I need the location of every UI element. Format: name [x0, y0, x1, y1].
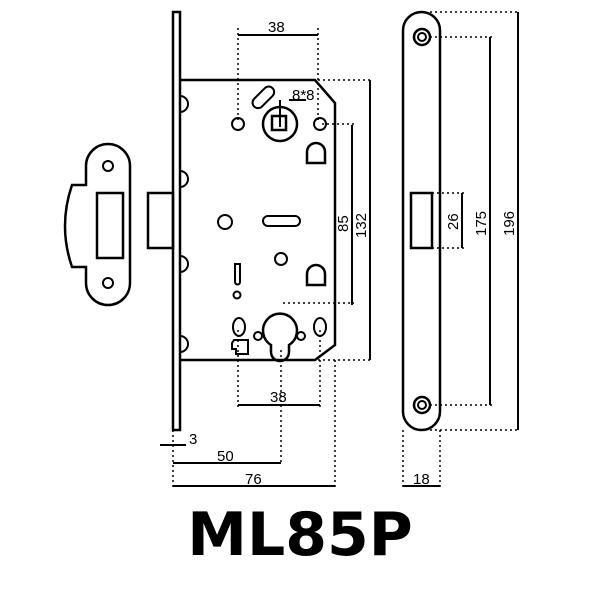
latch-bolt	[146, 191, 175, 250]
strike-plate	[63, 142, 132, 307]
dim-body-depth: 76	[245, 471, 262, 488]
dim-latch-height: 26	[445, 213, 462, 230]
dim-backset-centers: 85	[335, 215, 352, 232]
lock-faceplate	[171, 10, 182, 432]
dim-backset: 50	[217, 448, 234, 465]
model-title: ML85P	[187, 500, 413, 570]
front-faceplate	[401, 10, 442, 432]
dim-spindle-square: 8*8	[292, 87, 315, 104]
dim-body-height: 132	[353, 213, 370, 238]
lock-body	[179, 78, 337, 363]
dim-faceplate-height: 196	[501, 211, 518, 236]
dimension-lines	[160, 12, 519, 487]
extension-lines	[172, 11, 520, 490]
dim-screw-spacing: 175	[473, 211, 490, 236]
dim-top-width: 38	[268, 19, 285, 36]
dim-bottom-width: 38	[270, 389, 287, 406]
dim-faceplate-thickness: 3	[189, 431, 197, 448]
dim-faceplate-width: 18	[413, 471, 430, 488]
